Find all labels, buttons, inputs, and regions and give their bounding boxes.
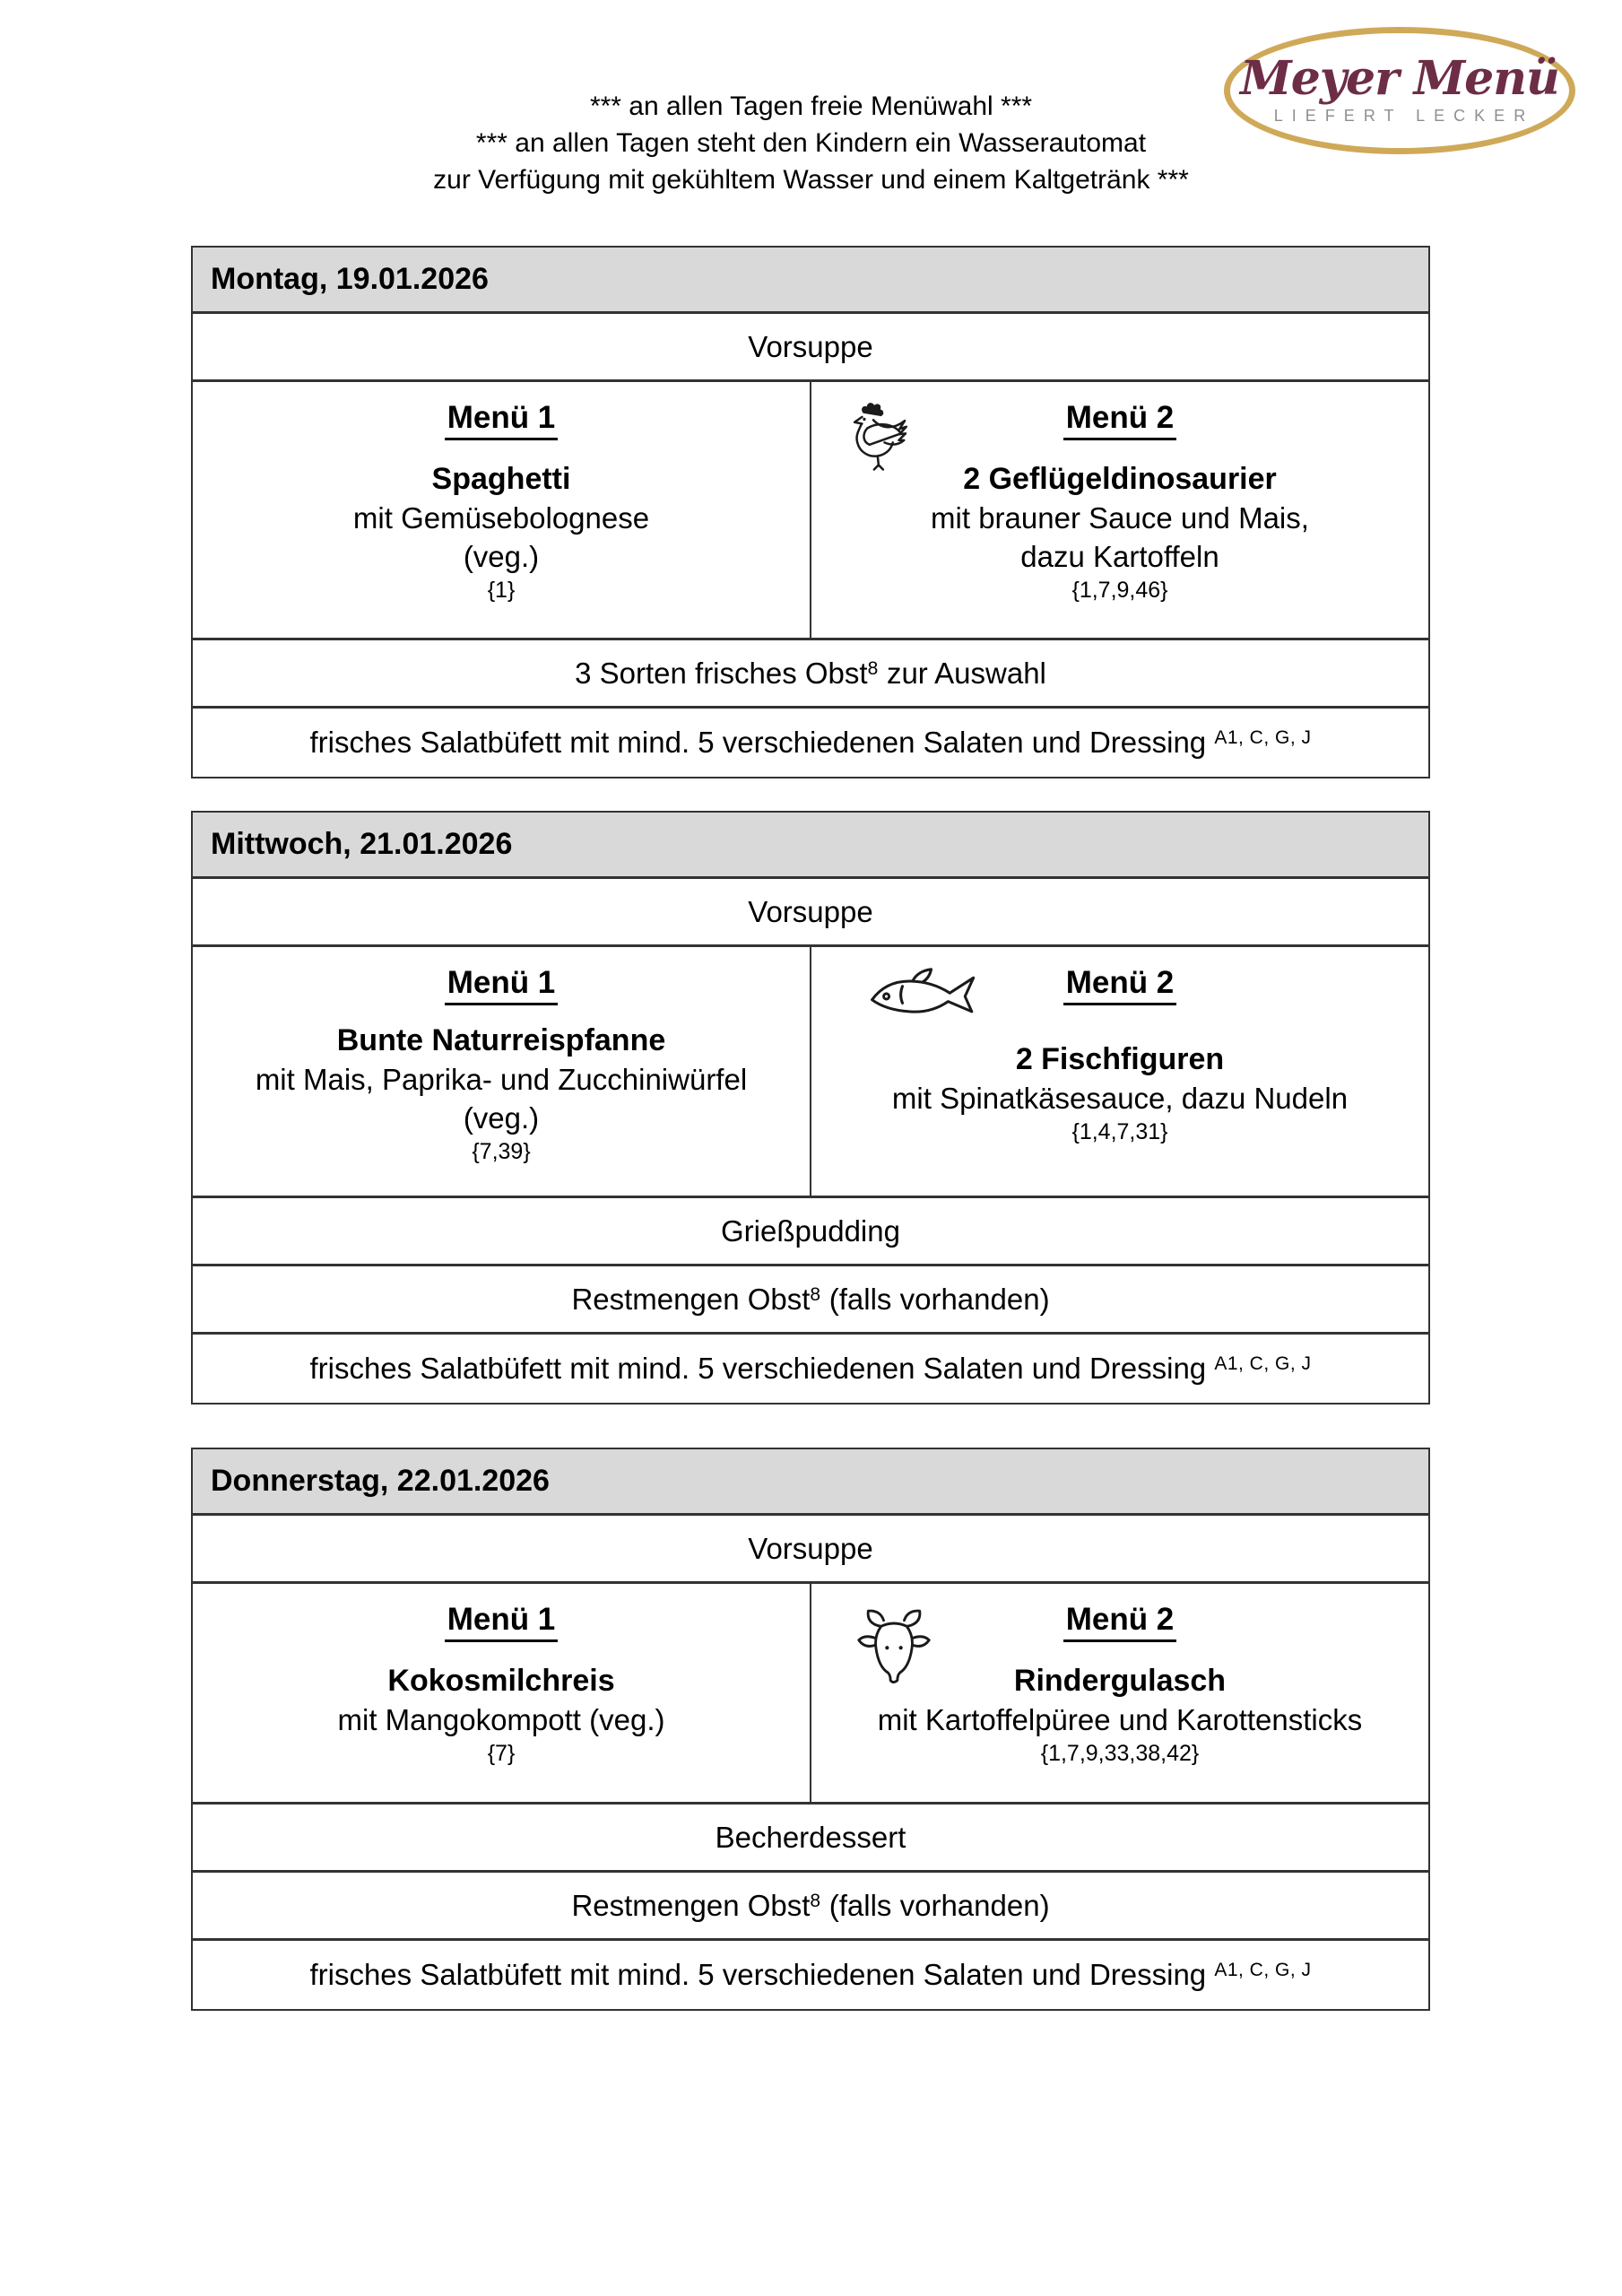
- meyer-menue-logo: Meyer Menü LIEFERT LECKER: [1224, 27, 1575, 154]
- fruit-row-text: Restmengen Obst8 (falls vorhanden): [571, 1888, 1050, 1922]
- dessert-row-text: Becherdessert: [715, 1820, 906, 1854]
- menu1-cell: Menü 1 Spaghetti mit Gemüsebolognese (ve…: [193, 382, 810, 638]
- menu2-dish: Rindergulasch mit Kartoffelpüree und Kar…: [811, 1638, 1428, 1802]
- day-header: Donnerstag, 22.01.2026: [193, 1449, 1428, 1516]
- allergen-codes: {7}: [487, 1741, 516, 1766]
- salad-buffet-row: frisches Salatbüfett mit mind. 5 verschi…: [193, 1941, 1428, 2009]
- logo-wordmark: Meyer Menü: [1240, 51, 1560, 106]
- menu2-label: Menü 2: [1063, 965, 1177, 1005]
- menu1-label: Menü 1: [444, 1602, 559, 1642]
- dish-title: 2 Fischfiguren: [1015, 1042, 1225, 1076]
- menu2-cell: Menü 2 2 Geflügeldinosaurier mit brauner…: [810, 382, 1428, 638]
- menu-row: Menü 1 Bunte Naturreispfanne mit Mais, P…: [193, 947, 1428, 1198]
- day-header: Montag, 19.01.2026: [193, 248, 1428, 314]
- dish-line: (veg.): [463, 539, 540, 573]
- top-note: *** an allen Tagen freie Menüwahl *** **…: [0, 88, 1622, 198]
- fruit-row: Restmengen Obst8 (falls vorhanden): [193, 1873, 1428, 1941]
- day-section-donnerstag: Donnerstag, 22.01.2026 Vorsuppe Menü 1 K…: [191, 1448, 1430, 2011]
- menu1-dish: Kokosmilchreis mit Mangokompott (veg.) {…: [193, 1638, 810, 1802]
- menu1-cell: Menü 1 Bunte Naturreispfanne mit Mais, P…: [193, 947, 810, 1196]
- dish-line: mit Spinatkäsesauce, dazu Nudeln: [891, 1082, 1349, 1115]
- menu2-label: Menü 2: [1063, 400, 1177, 440]
- menu2-cell: Menü 2 Rindergulasch mit Kartoffelpüree …: [810, 1584, 1428, 1802]
- dish-line: mit Gemüsebolognese: [352, 500, 650, 535]
- salad-row-text: frisches Salatbüfett mit mind. 5 verschi…: [309, 726, 1312, 759]
- allergen-superscript: A1, C, G, J: [1214, 1353, 1312, 1374]
- fruit-row: 3 Sorten frisches Obst8 zur Auswahl: [193, 640, 1428, 709]
- dish-line: mit Kartoffelpüree und Karottensticks: [877, 1703, 1363, 1736]
- dish-line: mit brauner Sauce und Mais,: [931, 500, 1309, 535]
- menu2-dish: 2 Geflügeldinosaurier mit brauner Sauce …: [811, 436, 1428, 638]
- dish-title: Rindergulasch: [1013, 1664, 1227, 1698]
- menu1-heading: Menü 1: [193, 1584, 810, 1642]
- logo-tagline: LIEFERT LECKER: [1273, 107, 1535, 125]
- footnote-superscript: 8: [867, 657, 879, 679]
- day-header: Mittwoch, 21.01.2026: [193, 813, 1428, 879]
- menu-row: Menü 1 Kokosmilchreis mit Mangokompott (…: [193, 1584, 1428, 1805]
- menu1-dish: Spaghetti mit Gemüsebolognese (veg.) {1}: [193, 436, 810, 638]
- menu2-heading: Menü 2: [811, 382, 1428, 440]
- salad-buffet-row: frisches Salatbüfett mit mind. 5 verschi…: [193, 1335, 1428, 1403]
- dessert-row: Becherdessert: [193, 1805, 1428, 1873]
- fruit-row-text: Restmengen Obst8 (falls vorhanden): [571, 1282, 1050, 1316]
- vorsuppe-label: Vorsuppe: [748, 894, 873, 928]
- allergen-codes: {7,39}: [472, 1138, 531, 1164]
- dish-line: mit Mais, Paprika- und Zucchiniwürfel: [255, 1062, 748, 1096]
- top-note-line: *** an allen Tagen freie Menüwahl ***: [589, 91, 1033, 121]
- day-section-montag: Montag, 19.01.2026 Vorsuppe Menü 1 Spagh…: [191, 246, 1430, 778]
- vorsuppe-label: Vorsuppe: [748, 329, 873, 363]
- dessert-row: Grießpudding: [193, 1198, 1428, 1266]
- dish-line: dazu Kartoffeln: [1020, 539, 1219, 573]
- menu2-heading: Menü 2: [811, 947, 1428, 1005]
- vorsuppe-row: Vorsuppe: [193, 879, 1428, 947]
- vorsuppe-row: Vorsuppe: [193, 1516, 1428, 1584]
- menu1-label: Menü 1: [444, 400, 559, 440]
- salad-row-text: frisches Salatbüfett mit mind. 5 verschi…: [309, 1352, 1312, 1385]
- menu2-cell: Menü 2 2 Fischfiguren mit Spinatkäsesauc…: [810, 947, 1428, 1196]
- allergen-codes: {1,7,9,46}: [1071, 577, 1168, 603]
- dessert-row-text: Grießpudding: [721, 1213, 900, 1248]
- salad-buffet-row: frisches Salatbüfett mit mind. 5 verschi…: [193, 709, 1428, 777]
- menu1-label: Menü 1: [444, 965, 559, 1005]
- menu2-dish: 2 Fischfiguren mit Spinatkäsesauce, dazu…: [811, 1001, 1428, 1196]
- allergen-codes: {1,7,9,33,38,42}: [1040, 1741, 1200, 1766]
- salad-row-text: frisches Salatbüfett mit mind. 5 verschi…: [309, 1958, 1312, 1991]
- menu1-cell: Menü 1 Kokosmilchreis mit Mangokompott (…: [193, 1584, 810, 1802]
- menu2-label: Menü 2: [1063, 1602, 1177, 1642]
- dish-title: Spaghetti: [431, 461, 571, 496]
- menu1-heading: Menü 1: [193, 382, 810, 440]
- allergen-codes: {1,4,7,31}: [1071, 1119, 1168, 1144]
- fish-icon: [865, 963, 984, 1028]
- allergen-superscript: A1, C, G, J: [1214, 1960, 1312, 1980]
- vorsuppe-label: Vorsuppe: [748, 1531, 873, 1565]
- day-section-mittwoch: Mittwoch, 21.01.2026 Vorsuppe Menü 1 Bun…: [191, 811, 1430, 1405]
- dish-title: Kokosmilchreis: [387, 1664, 615, 1698]
- footnote-superscript: 8: [810, 1890, 821, 1911]
- dish-title: 2 Geflügeldinosaurier: [963, 461, 1277, 496]
- top-note-line: zur Verfügung mit gekühltem Wasser und e…: [433, 165, 1189, 195]
- footnote-superscript: 8: [810, 1283, 821, 1305]
- dish-title: Bunte Naturreispfanne: [336, 1022, 666, 1057]
- allergen-superscript: A1, C, G, J: [1214, 727, 1312, 748]
- cow-icon: [854, 1607, 933, 1699]
- top-note-line: *** an allen Tagen steht den Kindern ein…: [475, 128, 1147, 158]
- menu1-heading: Menü 1: [193, 947, 810, 1005]
- menu1-dish: Bunte Naturreispfanne mit Mais, Paprika-…: [193, 1001, 810, 1196]
- dish-line: (veg.): [463, 1100, 540, 1135]
- fruit-row: Restmengen Obst8 (falls vorhanden): [193, 1266, 1428, 1335]
- menu2-heading: Menü 2: [811, 1584, 1428, 1642]
- fruit-row-text: 3 Sorten frisches Obst8 zur Auswahl: [575, 656, 1046, 690]
- dish-line: mit Mangokompott (veg.): [337, 1703, 665, 1736]
- allergen-codes: {1}: [487, 577, 516, 603]
- vorsuppe-row: Vorsuppe: [193, 314, 1428, 382]
- chicken-icon: [837, 393, 919, 486]
- menu-row: Menü 1 Spaghetti mit Gemüsebolognese (ve…: [193, 382, 1428, 640]
